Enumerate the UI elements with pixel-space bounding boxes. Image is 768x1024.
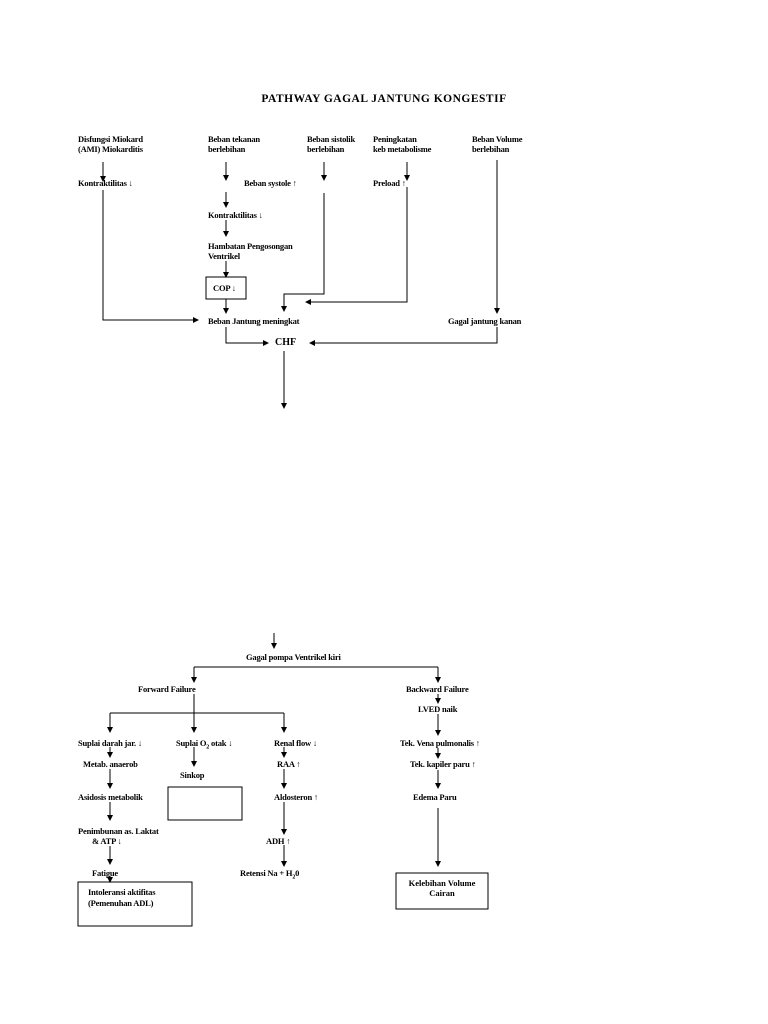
node-kontraktilitas-1: Kontraktilitas ↓ <box>78 178 133 188</box>
arrow-beban-jantung-chf <box>225 327 269 346</box>
node-gagal-kiri: Gagal pompa Ventrikel kiri <box>246 652 341 662</box>
node-beban-tekanan: Beban tekanan <box>208 134 260 144</box>
node-sinkop: Sinkop <box>180 770 205 780</box>
node-peningkatan: Peningkatan <box>373 134 417 144</box>
node-tek-kapiler: Tek. kapiler paru ↑ <box>410 759 476 769</box>
node-fatigue: Fatigue <box>92 868 118 878</box>
node-kontraktilitas-2: Kontraktilitas ↓ <box>208 210 263 220</box>
node-backward: Backward Failure <box>406 684 469 694</box>
node-renal: Renal flow ↓ <box>274 738 317 748</box>
node-hambatan-line2: Ventrikel <box>208 251 240 261</box>
node-disfungsi-line2: (AMI) Miokarditis <box>78 144 143 154</box>
node-metab: Metab. anaerob <box>83 759 138 769</box>
arrow-gagal-kanan-chf <box>309 327 498 346</box>
node-chf: CHF <box>275 337 297 348</box>
node-asidosis: Asidosis metabolik <box>78 792 143 802</box>
node-beban-jantung: Beban Jantung meningkat <box>208 316 300 326</box>
arrow-sistolik-beban-jantung <box>281 193 325 312</box>
node-preload: Preload ↑ <box>373 178 406 188</box>
node-adh: ADH ↑ <box>266 836 291 846</box>
node-peningkatan-line2: keb metabolisme <box>373 144 432 154</box>
arrow-kontraktilitas-beban-jantung <box>102 190 199 323</box>
node-penimbunan: Penimbunan as. Laktat <box>78 826 159 836</box>
page-title: PATHWAY GAGAL JANTUNG KONGESTIF <box>261 93 507 105</box>
node-intoleransi-line2: (Pemenuhan ADL) <box>88 898 154 908</box>
node-edema: Edema Paru <box>413 792 457 802</box>
node-beban-tekanan-line2: berlebihan <box>208 144 246 154</box>
node-intoleransi: Intoleransi aktifitas <box>88 887 156 897</box>
node-beban-volume: Beban Volume <box>472 134 523 144</box>
node-hambatan: Hambatan Pengosongan <box>208 241 293 251</box>
arrow-preload-beban-jantung <box>305 187 408 305</box>
node-beban-volume-line2: berlebihan <box>472 144 510 154</box>
node-beban-systole: Beban systole ↑ <box>244 178 297 188</box>
node-penimbunan-line2: & ATP ↓ <box>92 836 122 846</box>
node-gagal-kanan: Gagal jantung kanan <box>448 316 522 326</box>
node-raa: RAA ↑ <box>277 759 301 769</box>
node-beban-sistolik-line2: berlebihan <box>307 144 345 154</box>
sinkop-empty-box <box>167 786 243 821</box>
node-kelebihan-line2: Cairan <box>429 888 455 898</box>
node-forward: Forward Failure <box>138 684 196 694</box>
node-aldosteron: Aldosteron ↑ <box>274 792 318 802</box>
node-lved: LVED naik <box>418 704 458 714</box>
node-disfungsi: Disfungsi Miokard <box>78 134 143 144</box>
node-suplai-darah: Suplai darah jar. ↓ <box>78 738 142 748</box>
node-cop: COP ↓ <box>213 283 236 293</box>
intoleransi-box <box>77 881 193 927</box>
kelebihan-box <box>395 872 489 910</box>
node-kelebihan: Kelebihan Volume <box>408 878 476 888</box>
cop-box <box>205 276 247 300</box>
node-beban-sistolik: Beban sistolik <box>307 134 355 144</box>
node-tek-vena: Tek. Vena pulmonalis ↑ <box>400 738 480 748</box>
node-suplai-o2: Suplai O2 otak ↓ <box>176 738 233 751</box>
node-retensi: Retensi Na + H20 <box>240 868 300 881</box>
